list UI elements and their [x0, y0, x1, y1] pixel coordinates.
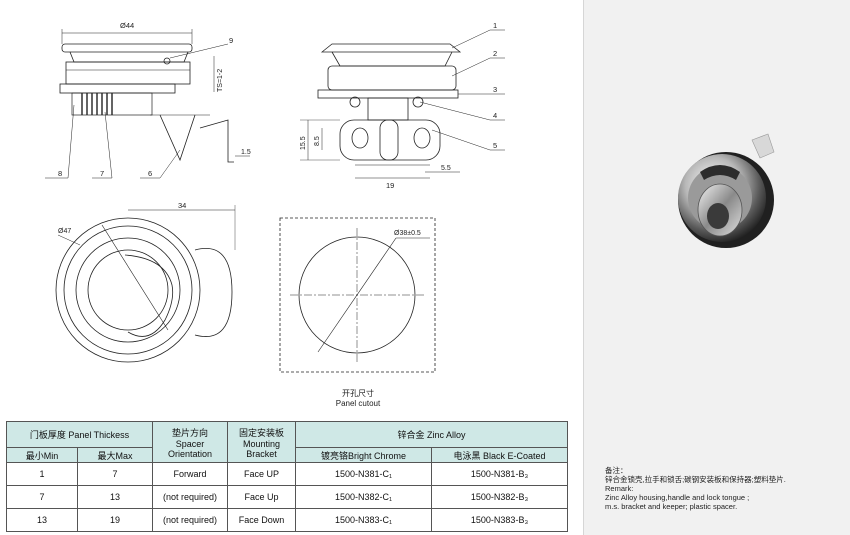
cell-bracket: Face UP: [227, 462, 296, 486]
cell-min: 1: [6, 462, 78, 486]
callout-1: 1: [493, 21, 497, 30]
remark-en-line1: Zinc Alloy housing,handle and lock tongu…: [605, 493, 750, 502]
cell-chrome: 1500-N382-C₁: [295, 485, 432, 509]
cell-chrome: 1500-N381-C₁: [295, 462, 432, 486]
cell-min: 13: [6, 508, 78, 532]
callout-7: 7: [100, 169, 104, 178]
callout-6: 6: [148, 169, 152, 178]
dim-1-5: 1.5: [241, 149, 251, 156]
front-view: 15.5 8.5 19 5.5 1 2 3 4 5: [300, 21, 505, 190]
callout-9: 9: [229, 36, 233, 45]
remark-en-title: Remark:: [605, 484, 634, 493]
dim-d38: Ø38±0.5: [394, 230, 421, 237]
cell-chrome: 1500-N383-C₁: [295, 508, 432, 532]
product-photo: [678, 133, 775, 248]
header-zinc-alloy: 锌合金 Zinc Alloy: [294, 421, 569, 448]
header-spacer-orientation: 垫片方向 Spacer Orientation: [152, 421, 228, 463]
table-row: 13 19 (not required) Face Down 1500-N383…: [6, 508, 569, 532]
cell-bracket: Face Down: [227, 508, 296, 532]
cell-bracket: Face Up: [227, 485, 296, 509]
header-bright-chrome: 镀亮铬Bright Chrome: [295, 447, 432, 463]
dim-34: 34: [178, 201, 186, 210]
cell-min: 7: [6, 485, 78, 509]
table-row: 7 13 (not required) Face Up 1500-N382-C₁…: [6, 485, 569, 509]
header-max: 最大Max: [77, 447, 153, 463]
dim-d44: Ø44: [120, 21, 134, 30]
callout-4: 4: [493, 111, 497, 120]
remark-en-line2: m.s. bracket and keeper; plastic spacer.: [605, 502, 738, 511]
cell-spacer: (not required): [152, 508, 228, 532]
remark-cn-text: 锌合金锁壳,拉手和锁舌;碳钢安装板和保持器;塑料垫片.: [605, 475, 786, 484]
panel-cutout-label: 开孔尺寸 Panel cutout: [318, 389, 398, 409]
header-black-ecoated: 电泳黑 Black E-Coated: [430, 447, 569, 463]
cell-spacer: (not required): [152, 485, 228, 509]
cell-max: 13: [77, 485, 153, 509]
callout-2: 2: [493, 49, 497, 58]
top-view: 34 Ø47: [55, 201, 236, 363]
callout-8: 8: [58, 169, 62, 178]
panel-cutout-view: Ø38±0.5: [279, 217, 436, 373]
callout-3: 3: [493, 85, 497, 94]
dim-19: 19: [386, 181, 394, 190]
header-min: 最小Min: [6, 447, 78, 463]
side-view: Ø44 1.5 TS=1-2 9 8: [45, 21, 251, 179]
cell-black: 1500-N381-B₃: [430, 462, 569, 486]
remark-cn-title: 备注：: [605, 466, 628, 475]
panel-cutout-cn: 开孔尺寸: [342, 389, 374, 398]
callout-5: 5: [493, 141, 497, 150]
remark-block: 备注： 锌合金锁壳,拉手和锁舌;碳钢安装板和保持器;塑料垫片. Remark: …: [605, 466, 786, 511]
cell-black: 1500-N382-B₃: [430, 485, 569, 509]
cell-spacer: Forward: [152, 462, 228, 486]
dim-d47: Ø47: [58, 228, 71, 235]
product-sidebar: 备注： 锌合金锁壳,拉手和锁舌;碳钢安装板和保持器;塑料垫片. Remark: …: [583, 0, 850, 535]
header-panel-thickness: 门板厚度 Panel Thickess: [6, 421, 153, 448]
cell-max: 19: [77, 508, 153, 532]
dim-ts: TS=1-2: [217, 69, 224, 92]
cell-max: 7: [77, 462, 153, 486]
technical-drawing-sheet: Ø44 1.5 TS=1-2 9 8: [6, 21, 569, 532]
dim-8-5: 8.5: [314, 136, 321, 146]
header-mounting-bracket: 固定安装板 Mounting Bracket: [227, 421, 296, 463]
dim-5-5: 5.5: [441, 165, 451, 172]
spec-table: 门板厚度 Panel Thickess 垫片方向 Spacer Orientat…: [6, 421, 569, 532]
drawing-canvas: Ø44 1.5 TS=1-2 9 8: [45, 21, 505, 373]
cell-black: 1500-N383-B₃: [430, 508, 569, 532]
dim-15-5: 15.5: [300, 136, 307, 150]
table-row: 1 7 Forward Face UP 1500-N381-C₁ 1500-N3…: [6, 462, 569, 486]
panel-cutout-en: Panel cutout: [335, 399, 381, 408]
